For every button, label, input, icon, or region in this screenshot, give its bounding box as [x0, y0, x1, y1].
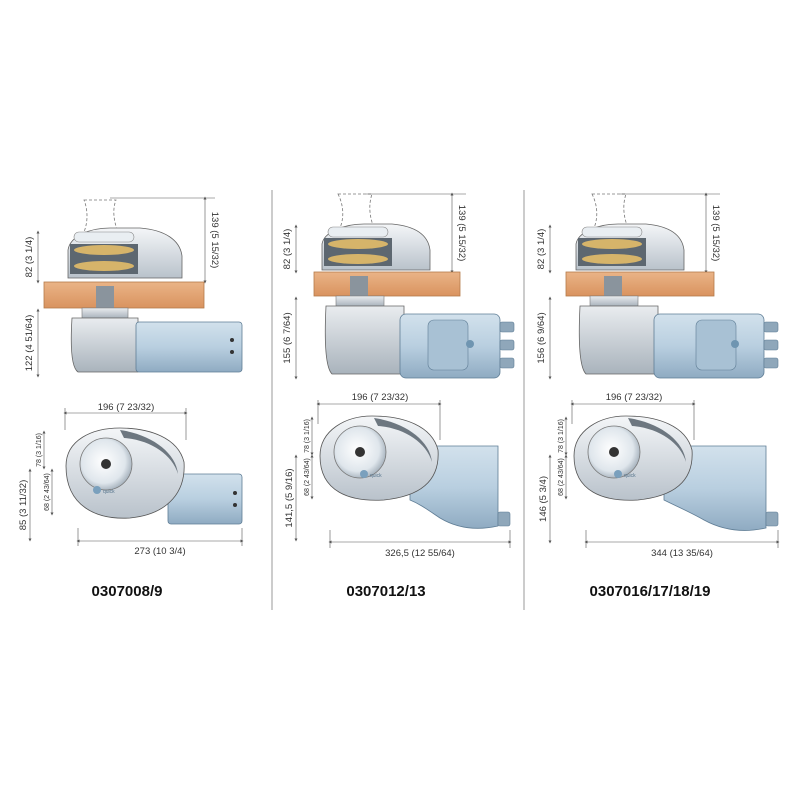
svg-text:quick: quick: [370, 473, 382, 479]
plan-lower-depth-dim-3: 68 (2 43/64): [558, 458, 565, 496]
side-view-1: 139 (5 15/32) 82 (3 1/4) 122 (4 51/64): [24, 196, 243, 378]
model-column-3: 139 (5 15/32) 82 (3 1/4) 156 (6 9/64): [536, 192, 780, 600]
top-height-dim-1: 139 (5 15/32): [209, 212, 220, 269]
quick-logo-icon: quick: [360, 470, 382, 479]
above-deck-dim-1: 82 (3 1/4): [24, 237, 35, 278]
plan-length-dim-2: 326,5 (12 55/64): [385, 548, 455, 559]
side-view-2: 139 (5 15/32) 82 (3 1/4) 155 (6 7/64): [282, 192, 515, 380]
deck-plank-3: [565, 271, 715, 297]
plan-view-1: 196 (7 23/32) 78 (3 1/16) 68 (2 43/64) 8…: [18, 402, 244, 557]
plan-height-dim-1: 85 (3 11/32): [18, 480, 29, 531]
plan-upper-depth-dim-2: 78 (3 1/16): [304, 419, 311, 453]
model-code-3: 0307016/17/18/19: [590, 583, 711, 600]
plan-width-dim-2: 196 (7 23/32): [352, 392, 409, 403]
top-height-dim-3: 139 (5 15/32): [710, 205, 721, 262]
quick-logo-icon: [466, 340, 474, 348]
svg-text:quick: quick: [624, 473, 636, 479]
plan-upper-depth-dim-1: 78 (3 1/16): [36, 433, 43, 467]
model-column-2: 139 (5 15/32) 82 (3 1/4) 155 (6 7/64): [282, 192, 515, 600]
below-deck-dim-1: 122 (4 51/64): [24, 315, 35, 372]
plan-upper-depth-dim-3: 78 (3 1/16): [558, 419, 565, 453]
plan-length-dim-1: 273 (10 3/4): [134, 546, 185, 557]
plan-lower-depth-dim-2: 68 (2 43/64): [304, 458, 311, 496]
plan-width-dim-1: 196 (7 23/32): [98, 402, 155, 413]
quick-logo-icon: [731, 340, 739, 348]
svg-text:quick: quick: [103, 489, 115, 495]
plan-view-3: 196 (7 23/32) 78 (3 1/16) 68 (2 43/64) 1…: [538, 392, 780, 559]
model-code-1: 0307008/9: [92, 583, 163, 600]
plan-height-dim-3: 146 (5 3/4): [538, 476, 549, 522]
model-code-2: 0307012/13: [346, 583, 425, 600]
model-column-1: 139 (5 15/32) 82 (3 1/4) 122 (4 51/64): [18, 196, 244, 600]
below-deck-dim-3: 156 (6 9/64): [536, 312, 547, 363]
deck-plank-1: [43, 281, 205, 309]
motor-1: [135, 321, 243, 373]
deck-plank-2: [313, 271, 461, 297]
top-height-dim-2: 139 (5 15/32): [456, 205, 467, 262]
plan-lower-depth-dim-1: 68 (2 43/64): [44, 473, 51, 511]
plan-length-dim-3: 344 (13 35/64): [651, 548, 713, 559]
plan-view-2: 196 (7 23/32) 78 (3 1/16) 68 (2 43/64) 1…: [284, 392, 512, 559]
side-view-3: 139 (5 15/32) 82 (3 1/4) 156 (6 9/64): [536, 192, 779, 380]
quick-logo-icon: quick: [614, 470, 636, 479]
quick-logo-icon: quick: [93, 486, 115, 495]
below-deck-dim-2: 155 (6 7/64): [282, 312, 293, 363]
above-deck-dim-2: 82 (3 1/4): [282, 229, 293, 270]
plan-width-dim-3: 196 (7 23/32): [606, 392, 663, 403]
plan-height-dim-2: 141,5 (5 9/16): [284, 468, 295, 527]
above-deck-dim-3: 82 (3 1/4): [536, 229, 547, 270]
